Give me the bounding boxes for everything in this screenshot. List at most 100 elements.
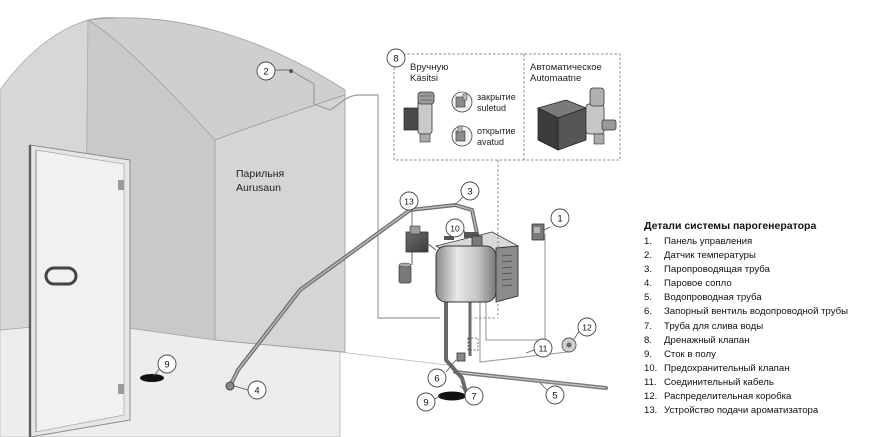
legend-item: 1. Панель управления: [644, 235, 872, 249]
callout-2-label: 2: [263, 67, 268, 78]
callout-4: [247, 380, 267, 400]
legend-item-text: Труба для слива воды: [664, 320, 764, 332]
callout-3: [460, 181, 480, 201]
closed-label-ru: закрытие: [477, 92, 516, 102]
legend-item-text: Паровое сопло: [664, 278, 732, 290]
callout-8: [386, 48, 406, 68]
temperature-sensor-cable: [289, 69, 440, 319]
legend-item-number: 11.: [644, 376, 657, 388]
water-shutoff-valve: [456, 352, 466, 362]
aroma-feeder: [398, 225, 437, 284]
callout-3-label: 3: [467, 187, 472, 198]
legend-item-number: 1.: [644, 236, 653, 247]
connection-cable: [485, 234, 546, 341]
open-label-ru: открытие: [477, 126, 516, 136]
manual-label-ru: Вручную: [410, 62, 448, 73]
legend-item: 4. Паровое сопло: [644, 277, 872, 291]
callout-7: [464, 386, 484, 406]
steam-nozzle: [225, 381, 235, 391]
legend-item-number: 7.: [644, 320, 653, 332]
legend-item-text: Сток в полу: [664, 348, 716, 360]
callout-12: [577, 317, 597, 337]
floor-drain: [140, 374, 164, 382]
legend-item-text: Устройство подачи ароматизатора: [664, 405, 819, 417]
callout-6-label: 6: [434, 374, 439, 385]
valve-closed-icon: [451, 91, 473, 113]
legend-item: 7. Труба для слива воды: [644, 320, 872, 334]
callout-5-label: 5: [552, 391, 557, 402]
drain-valve-inset: Вручную Käsitsi закрытие suletud открыти…: [393, 53, 621, 319]
room-label-ru: Парильня: [236, 168, 284, 180]
legend-item: 2. Датчик температуры: [644, 249, 872, 263]
legend-title: Детали системы парогенератора: [644, 220, 817, 232]
callout-1-label: 1: [557, 214, 562, 225]
legend-item: 3. Паропроводящая труба: [644, 263, 872, 277]
callout-10: [445, 218, 465, 238]
legend-item: 13. Устройство подачи ароматизатора: [644, 404, 872, 418]
valve-open-icon: [451, 125, 473, 147]
legend-item: 6. Запорный вентиль водопроводной трубы: [644, 305, 872, 319]
legend-item-number: 13.: [644, 405, 658, 417]
callout-8-label: 8: [393, 54, 398, 65]
room-label-et: Aurusaun: [236, 182, 281, 194]
callout-1: [550, 208, 570, 228]
drain-pipe: [444, 300, 468, 394]
control-panel: [531, 223, 545, 241]
legend-item-number: 6.: [644, 306, 653, 318]
callout-5: [545, 385, 565, 405]
distribution-box: [561, 337, 577, 353]
safety-valve: [471, 235, 483, 247]
callout-13: [399, 191, 419, 211]
legend-item-text: Дренажный клапан: [664, 334, 750, 346]
legend-item-number: 3.: [644, 264, 653, 276]
legend-item-text: Распределительная коробка: [664, 391, 792, 403]
legend-item-text: Водопроводная труба: [664, 292, 762, 304]
callout-11: [533, 338, 553, 358]
legend-item: 12. Распределительная коробка: [644, 390, 872, 404]
legend-item: 8. Дренажный клапан: [644, 334, 872, 348]
legend-item-text: Запорный вентиль водопроводной трубы: [664, 306, 849, 318]
legend-item: 9. Сток в полу: [644, 348, 872, 362]
closed-label-et: suletud: [477, 103, 506, 113]
callout-10-label: 10: [450, 224, 460, 234]
manual-valve-icon: [403, 91, 435, 143]
legend-list: 1. Панель управления 2. Датчик температуры…: [644, 235, 872, 418]
floor-drain: [438, 391, 466, 401]
steam-room: [0, 17, 346, 437]
legend-item: 5. Водопроводная труба: [644, 291, 872, 305]
legend-item-number: 2.: [644, 250, 653, 262]
callout-11-label: 11: [539, 344, 548, 354]
legend-item: 10. Предохранительный клапан: [644, 362, 872, 376]
legend-item-number: 4.: [644, 278, 653, 290]
legend-item: 11. Соединительный кабель: [644, 376, 872, 390]
manual-label-et: Käsitsi: [410, 73, 438, 84]
temperature-sensor: [289, 69, 293, 73]
open-label-et: avatud: [477, 137, 504, 147]
automatic-valve-icon: [536, 87, 617, 151]
legend-item-text: Паропроводящая труба: [664, 264, 770, 276]
callout-4-label: 4: [254, 386, 259, 397]
callout-7-label: 7: [471, 392, 476, 403]
callout-13-label: 13: [404, 197, 414, 207]
legend-item-text: Датчик температуры: [664, 250, 756, 262]
automatic-label-ru: Автоматическое: [530, 62, 602, 73]
callout-6: [427, 368, 447, 388]
legend-item-text: Предохранительный клапан: [664, 362, 790, 374]
callout-2: [256, 61, 276, 81]
parts-legend: Детали системы парогенератора 1. Панель у…: [644, 220, 872, 418]
legend-item-text: Панель управления: [664, 236, 753, 247]
callout-12-label: 12: [582, 323, 592, 333]
automatic-label-et: Automaatne: [530, 73, 581, 84]
legend-item-number: 10.: [644, 362, 658, 374]
legend-item-number: 9.: [644, 348, 653, 360]
glass-door: [28, 144, 131, 437]
callout-9a: [157, 354, 177, 374]
callout-9b: [416, 392, 436, 412]
legend-item-number: 5.: [644, 292, 653, 304]
callout-9a-label: 9: [164, 360, 169, 371]
callout-9b-label: 9: [423, 398, 428, 409]
legend-item-text: Соединительный кабель: [664, 376, 774, 388]
legend-item-number: 12.: [644, 391, 658, 403]
legend-item-number: 8.: [644, 334, 653, 346]
